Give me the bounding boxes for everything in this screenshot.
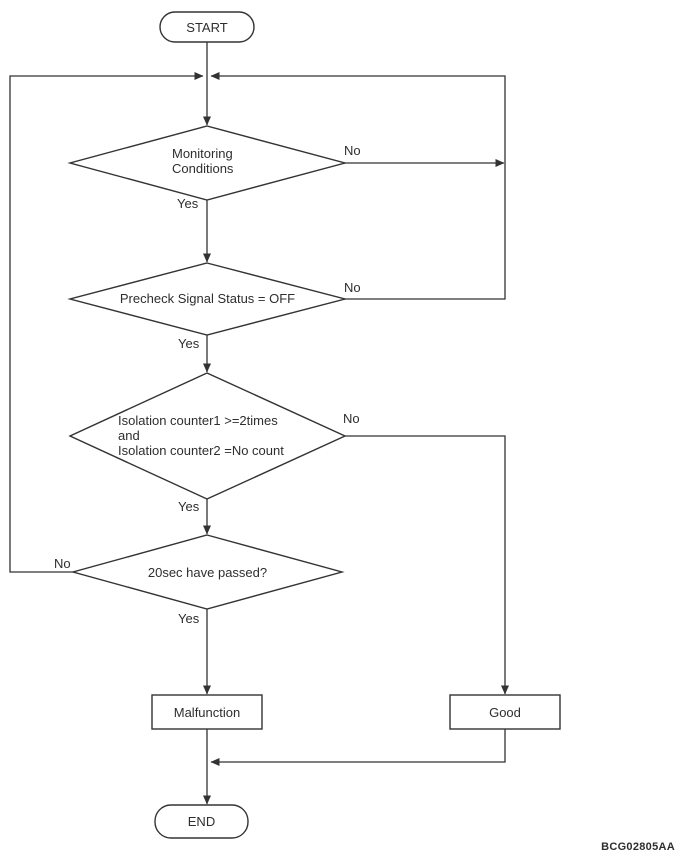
monitoring-conditions-label: Monitoring Conditions bbox=[172, 146, 233, 176]
isolation-decision-shape bbox=[68, 372, 347, 500]
monitoring-decision-shape bbox=[67, 125, 348, 201]
timer-no-label: No bbox=[54, 556, 71, 571]
isolation-no-label: No bbox=[343, 411, 360, 426]
good-process-shape bbox=[449, 694, 561, 730]
isolation-yes-label: Yes bbox=[178, 499, 200, 514]
precheck-no-label: No bbox=[344, 280, 361, 295]
start-label: START bbox=[186, 19, 228, 35]
precheck-label: Precheck Signal Status = OFF bbox=[119, 291, 296, 306]
good-label: Good bbox=[489, 704, 521, 720]
edge-precheck-no-loop bbox=[210, 72, 506, 300]
malfunction-process-shape bbox=[151, 694, 263, 730]
figure-code: BCG02805AA bbox=[601, 841, 675, 853]
isolation-label: Isolation counter1 >=2times and Isolatio… bbox=[118, 413, 284, 458]
monitoring-line2: Conditions bbox=[172, 161, 234, 176]
isolation-line3: Isolation counter2 =No count bbox=[118, 443, 284, 458]
malfunction-label: Malfunction bbox=[173, 704, 241, 720]
isolation-line2: and bbox=[118, 428, 140, 443]
monitoring-yes-label: Yes bbox=[177, 196, 199, 211]
edge-isolation-no-to-good bbox=[344, 435, 509, 695]
end-label: END bbox=[187, 814, 216, 829]
start-terminator-shape bbox=[159, 11, 255, 43]
monitoring-no-label: No bbox=[344, 143, 361, 158]
end-terminator-shape bbox=[154, 804, 249, 839]
timer-yes-label: Yes bbox=[178, 611, 200, 626]
edge-timer-no-loop bbox=[9, 72, 204, 573]
isolation-line1: Isolation counter1 >=2times bbox=[118, 413, 278, 428]
precheck-yes-label: Yes bbox=[178, 336, 200, 351]
precheck-decision-shape bbox=[67, 262, 348, 336]
timer-label: 20sec have passed? bbox=[147, 565, 268, 580]
edge-good-merge bbox=[210, 729, 506, 766]
monitoring-line1: Monitoring bbox=[172, 146, 233, 161]
timer-decision-shape bbox=[70, 534, 345, 610]
